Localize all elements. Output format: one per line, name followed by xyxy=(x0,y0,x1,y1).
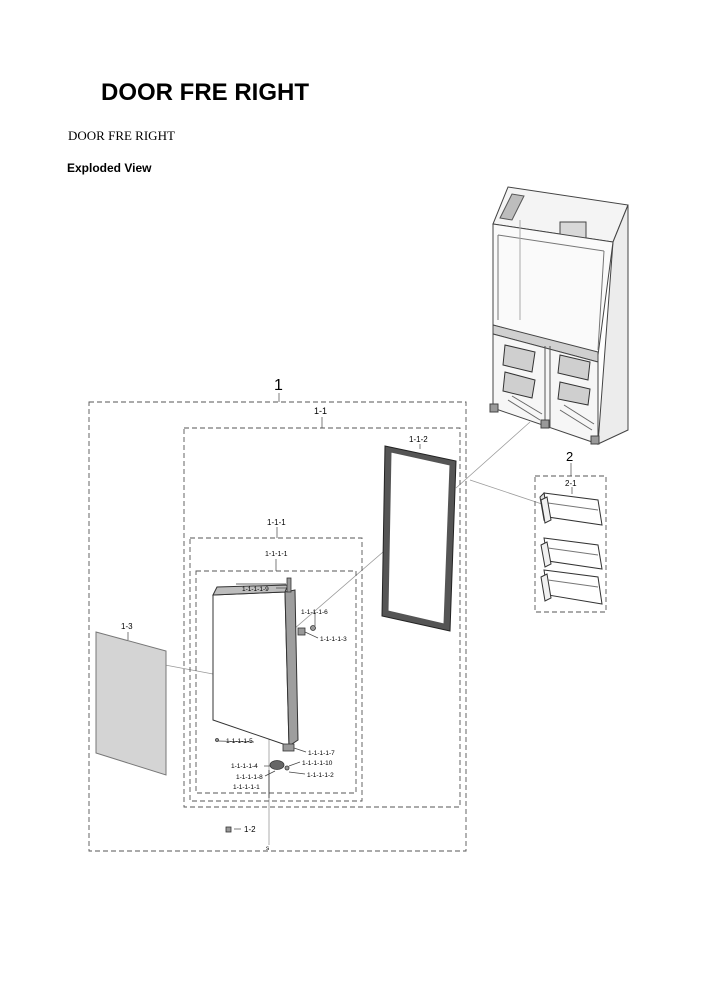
label-part-9: 1-1-1-1-9 xyxy=(242,586,269,593)
refrigerator-cabinet xyxy=(489,186,629,445)
door-gasket xyxy=(381,445,457,632)
page-subtitle: DOOR FRE RIGHT xyxy=(68,128,175,143)
label-part-5: 1-1-1-1-5 xyxy=(226,738,253,745)
label-part-2: 1-1-1-1-2 xyxy=(307,772,334,779)
bin-bottom xyxy=(540,569,603,605)
door-outer-panel xyxy=(95,631,167,776)
assembly-1-1-1-box xyxy=(189,537,363,802)
label-gasket: 1-1-2 xyxy=(409,435,428,444)
label-assembly-2-1: 2-1 xyxy=(565,479,577,488)
label-assembly-1-1-1: 1-1-1 xyxy=(267,518,286,527)
bin-middle xyxy=(540,537,603,570)
label-part-1-2: 1-2 xyxy=(244,825,256,834)
label-part-6: 1-1-1-1-6 xyxy=(301,609,328,616)
small-parts xyxy=(215,577,316,833)
label-assembly-1-1-1-1: 1-1-1-1 xyxy=(265,551,288,558)
label-part-10: 1-1-1-1-10 xyxy=(302,760,333,767)
label-part-7: 1-1-1-1-7 xyxy=(308,750,335,757)
section-heading: Exploded View xyxy=(67,161,152,175)
label-part-4: 1-1-1-1-4 xyxy=(231,763,258,770)
assembly-2-box xyxy=(534,475,607,613)
label-assembly-1: 1 xyxy=(274,377,283,394)
door-bins xyxy=(539,491,603,605)
label-assembly-2: 2 xyxy=(566,449,573,464)
label-part-3: 1-1-1-1-3 xyxy=(320,636,347,643)
assembly-1-box xyxy=(88,401,467,852)
label-assembly-1-1: 1-1 xyxy=(314,406,327,416)
label-part-8: 1-1-1-1-8 xyxy=(236,774,263,781)
label-part-1: 1-1-1-1-1 xyxy=(233,784,260,791)
label-part-s: s xyxy=(266,845,270,852)
bin-top xyxy=(539,491,603,526)
page-title: DOOR FRE RIGHT xyxy=(101,79,309,106)
door-panel xyxy=(212,583,299,747)
label-panel: 1-3 xyxy=(121,622,133,631)
